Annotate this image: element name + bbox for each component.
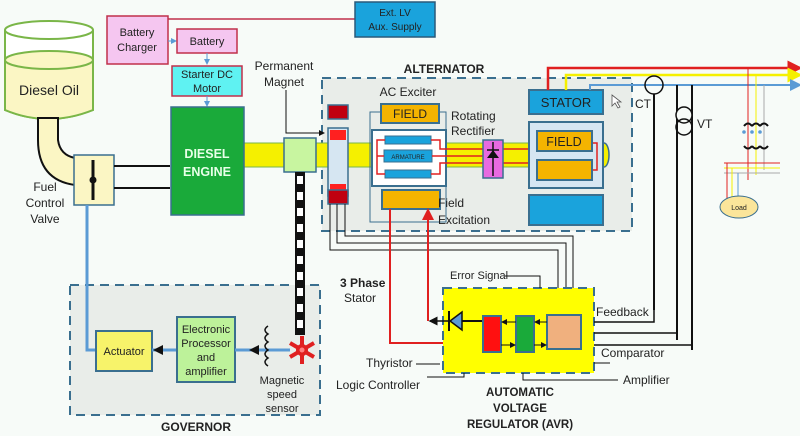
battery-charger-label-1: Battery: [120, 27, 155, 39]
stator-label: STATOR: [541, 95, 592, 110]
thyristor-diode[interactable]: [448, 310, 482, 332]
sensor-label-1: Magnetic: [260, 375, 305, 387]
processor-label-1: Electronic: [182, 324, 231, 336]
battery-charger-label-2: Charger: [117, 42, 157, 54]
logic-controller-pointer: [427, 373, 465, 378]
fuel-valve-label-1: Fuel: [33, 180, 56, 194]
avr-title-1: AUTOMATIC: [486, 387, 554, 399]
vt-symbol: [675, 85, 693, 350]
stator-sense-wires: [329, 204, 576, 311]
main-field-lower: [536, 159, 593, 181]
amplifier-label: Amplifier: [623, 373, 670, 387]
battery-charger-box[interactable]: [106, 15, 169, 65]
ct-label: CT: [635, 97, 652, 111]
field-excitation-label-1: Field: [438, 196, 464, 210]
feedback-wires: [594, 310, 693, 346]
ext-supply-label-1: Ext. LV: [379, 8, 411, 19]
pmg-stator-bottom: [327, 189, 349, 205]
armature-label: ARMATURE: [391, 155, 424, 161]
processor-label-4: amplifier: [185, 366, 227, 378]
fuel-valve-label-3: Valve: [30, 212, 59, 226]
battery-label: Battery: [190, 36, 225, 48]
amplifier-block[interactable]: [515, 315, 535, 353]
governor-title: GOVERNOR: [161, 420, 231, 434]
sensor-processor-arrow: [249, 345, 259, 355]
sensor-label-3: sensor: [265, 403, 298, 415]
permanent-magnet-label-1: Permanent: [255, 59, 314, 73]
permanent-magnet-pointer: [285, 90, 325, 136]
processor-actuator-arrow: [153, 345, 163, 355]
actuator-label: Actuator: [104, 346, 145, 358]
field-excitation-label-2: Excitation: [438, 213, 490, 227]
exciter-field-excitation-box[interactable]: [381, 189, 441, 210]
speed-wheel-strip: [295, 172, 305, 335]
avr-title-2: VOLTAGE: [493, 403, 547, 415]
ac-exciter-label: AC Exciter: [380, 85, 437, 99]
rotating-rectifier-label-1: Rotating: [451, 109, 496, 123]
sensor-coil-icon: [264, 325, 270, 367]
armature-wiring: [376, 139, 530, 175]
main-field-label: FIELD: [546, 135, 581, 149]
pmg-stator-top: [327, 104, 349, 120]
three-phase-stator-label-2: Stator: [344, 291, 376, 305]
circuit-breaker[interactable]: [742, 68, 769, 180]
amplifier-pointer: [522, 373, 618, 381]
stator-lower: [528, 194, 604, 226]
engine-label-1: DIESEL: [184, 147, 230, 161]
fuel-valve-label-2: Control: [26, 196, 65, 210]
stator-box[interactable]: [528, 89, 604, 115]
error-signal-pointer: [505, 275, 541, 288]
feedback-label: Feedback: [596, 305, 650, 319]
phase-blue-line: [589, 79, 800, 91]
main-field-box[interactable]: [536, 130, 593, 152]
field-loop: [593, 142, 598, 171]
comparator-label: Comparator: [601, 346, 664, 360]
mouse-cursor-icon: [611, 94, 623, 109]
avr-title-3: REGULATOR (AVR): [467, 419, 573, 431]
starter-motor-box[interactable]: [171, 65, 243, 97]
load-bus: [724, 162, 780, 200]
permanent-magnet-label-2: Magnet: [264, 75, 305, 89]
load-label: Load: [731, 205, 747, 212]
rotating-rectifier[interactable]: [482, 139, 504, 179]
armature-winding-bottom: [384, 169, 432, 179]
starter-label-2: Motor: [193, 83, 221, 95]
exciter-field-box[interactable]: [380, 103, 440, 124]
rotating-rectifier-label-2: Rectifier: [451, 124, 495, 138]
armature-winding-top: [384, 135, 432, 145]
starter-label-1: Starter DC: [181, 69, 233, 81]
diesel-oil-tank: Diesel Oil: [4, 20, 94, 120]
coupling-block: [283, 137, 317, 173]
thyristor-block[interactable]: [482, 315, 502, 353]
actuator-valve-link: [85, 205, 96, 352]
diesel-oil-label: Diesel Oil: [19, 82, 79, 98]
ext-supply-label-2: Aux. Supply: [368, 22, 421, 33]
pmg-pole-bottom: [330, 184, 346, 194]
engine-label-2: ENGINE: [183, 165, 231, 179]
exciter-field-label: FIELD: [393, 107, 427, 121]
three-phase-stator-label-1: 3 Phase: [340, 276, 386, 290]
logic-controller-label: Logic Controller: [336, 378, 420, 392]
alternator-title: ALTERNATOR: [404, 62, 485, 76]
ext-supply-box[interactable]: [354, 1, 436, 38]
fuel-pipe: [37, 117, 76, 187]
fuel-control-valve[interactable]: [73, 154, 115, 206]
pmg-pole-top: [330, 130, 346, 140]
comparator-block[interactable]: [546, 314, 582, 350]
vt-label: VT: [697, 117, 713, 131]
processor-label-3: and: [197, 352, 215, 364]
processor-label-2: Processor: [181, 338, 231, 350]
error-signal-label: Error Signal: [450, 270, 508, 282]
phase-red-line: [546, 60, 800, 90]
magnetic-speed-sensor-icon[interactable]: [288, 336, 316, 364]
sensor-label-2: speed: [267, 389, 297, 401]
diesel-engine-box[interactable]: [170, 106, 245, 216]
thyristor-label: Thyristor: [366, 356, 413, 370]
load-symbol[interactable]: [719, 195, 759, 219]
phase-yellow-line: [564, 67, 800, 90]
